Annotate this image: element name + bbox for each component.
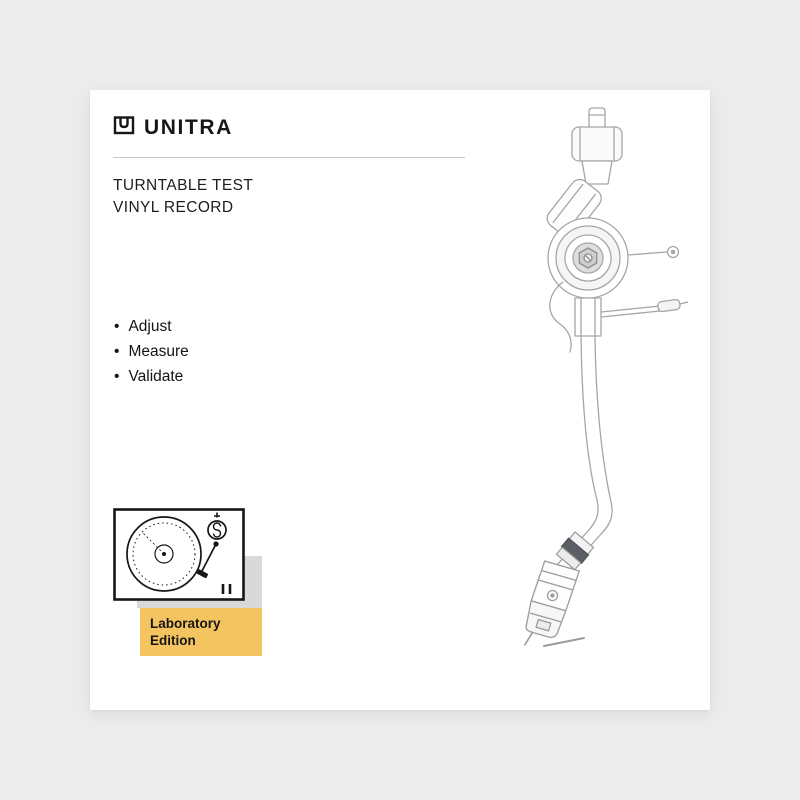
tonearm-illustration-icon bbox=[470, 100, 700, 695]
brand-header: UNITRA bbox=[113, 114, 233, 141]
divider bbox=[113, 157, 465, 158]
tonearm-illustration-svg bbox=[524, 107, 689, 647]
title-line-1: TURNTABLE TEST bbox=[113, 177, 254, 194]
turntable-illustration-group: Laboratory Edition bbox=[113, 508, 363, 748]
feature-list: • Adjust • Measure • Validate bbox=[114, 314, 189, 389]
laboratory-badge: Laboratory Edition bbox=[140, 608, 262, 656]
feature-label: Adjust bbox=[128, 318, 172, 335]
unitra-logo-icon bbox=[113, 114, 135, 141]
feature-label: Validate bbox=[128, 368, 184, 385]
feature-item-adjust: • Adjust bbox=[114, 314, 189, 339]
feature-item-validate: • Validate bbox=[114, 364, 189, 389]
brand-name: UNITRA bbox=[144, 115, 233, 139]
feature-label: Measure bbox=[128, 343, 189, 360]
feature-item-measure: • Measure bbox=[114, 339, 189, 364]
album-title: TURNTABLE TEST VINYL RECORD bbox=[113, 175, 253, 219]
turntable-top-view-icon bbox=[113, 508, 245, 606]
bullet: • bbox=[114, 318, 120, 335]
unitra-logo-icon-svg bbox=[113, 116, 135, 135]
badge-line-1: Laboratory bbox=[150, 616, 221, 631]
record-cover-card: UNITRA TURNTABLE TEST VINYL RECORD • Adj… bbox=[90, 90, 710, 710]
bullet: • bbox=[114, 368, 120, 385]
badge-line-2: Edition bbox=[150, 633, 196, 648]
turntable-top-view-svg bbox=[113, 508, 245, 601]
title-line-2: VINYL RECORD bbox=[113, 199, 234, 216]
bullet: • bbox=[114, 343, 120, 360]
